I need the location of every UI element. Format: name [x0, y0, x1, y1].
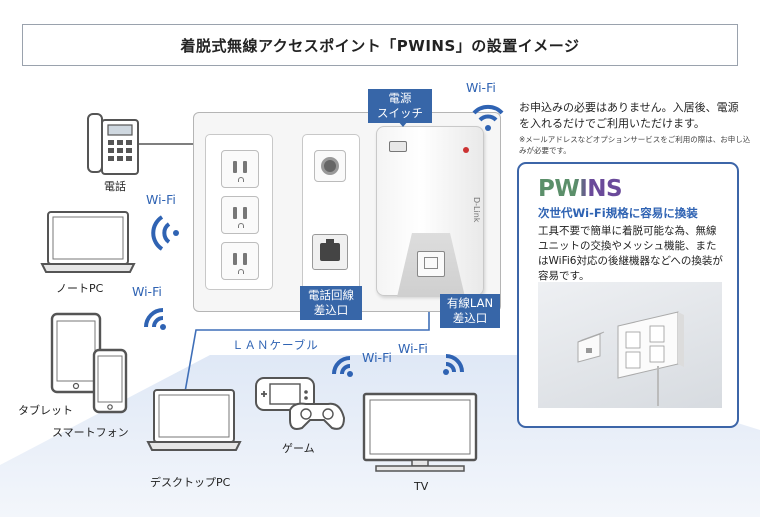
wifi-icon-tv [443, 354, 464, 375]
game-label: ゲーム [282, 442, 315, 455]
tablet-label: タブレット [18, 404, 73, 417]
tv-icon [362, 392, 478, 472]
power-switch-pointer [398, 121, 408, 127]
pwins-description: 工具不要で簡単に着脱可能な為、無線ユニットの交換やメッシュ機能、またはWiFi6… [538, 225, 723, 282]
page-title: 着脱式無線アクセスポイント「PWINS」の設置イメージ [22, 24, 738, 66]
desktop-pc-icon [146, 389, 242, 451]
pwins-subtitle: 次世代Wi-Fi規格に容易に換装 [538, 206, 698, 220]
wifi-label-router: Wi-Fi [466, 80, 496, 95]
wifi-icon-game [332, 356, 353, 377]
wifi-icon-router [472, 104, 504, 131]
power-switch-icon[interactable] [389, 141, 407, 152]
power-outlet-bottom [221, 242, 259, 280]
phone-port-label: 電話回線差込口 [300, 286, 362, 320]
telephone-label: 電話 [104, 180, 126, 193]
power-switch-label: 電源スイッチ [368, 89, 432, 123]
notebook-pc-icon [40, 211, 136, 273]
no-application-note: お申込みの必要はありません。入居後、電源を入れるだけでご利用いただけます。 [519, 101, 739, 130]
power-outlet-top [221, 150, 259, 188]
wifi-label-tv: Wi-Fi [398, 341, 428, 356]
brand-logo: D-Link [472, 197, 481, 223]
smartphone-icon [92, 348, 128, 414]
wifi-label-notebook: Wi-Fi [146, 192, 176, 207]
wifi-label-game: Wi-Fi [362, 350, 392, 365]
pwins-photo [538, 282, 722, 408]
smartphone-label: スマートフォン [52, 426, 129, 439]
desktop-pc-label: デスクトップPC [150, 476, 231, 489]
lan-jack [417, 251, 445, 277]
telephone-icon [87, 113, 139, 175]
pwins-logo: PWINS [538, 176, 623, 202]
option-service-note: ※メールアドレスなどオプションサービスをご利用の際は、お申し込みが必要です。 [519, 135, 751, 155]
wifi-icon-tablet [144, 308, 166, 330]
lan-cable-label: ＬＡＮケーブル [232, 338, 319, 352]
power-outlet-middle [221, 196, 259, 234]
cable-port-knob [314, 150, 346, 182]
wifi-label-tablet: Wi-Fi [132, 284, 162, 299]
game-console-icon [255, 377, 346, 430]
pwins-access-point: D-Link [376, 126, 484, 297]
wifi-icon-notebook [151, 215, 179, 251]
notebook-pc-label: ノートPC [56, 282, 104, 295]
tv-label: TV [414, 480, 429, 493]
phone-jack [312, 234, 348, 270]
status-led [463, 147, 469, 153]
